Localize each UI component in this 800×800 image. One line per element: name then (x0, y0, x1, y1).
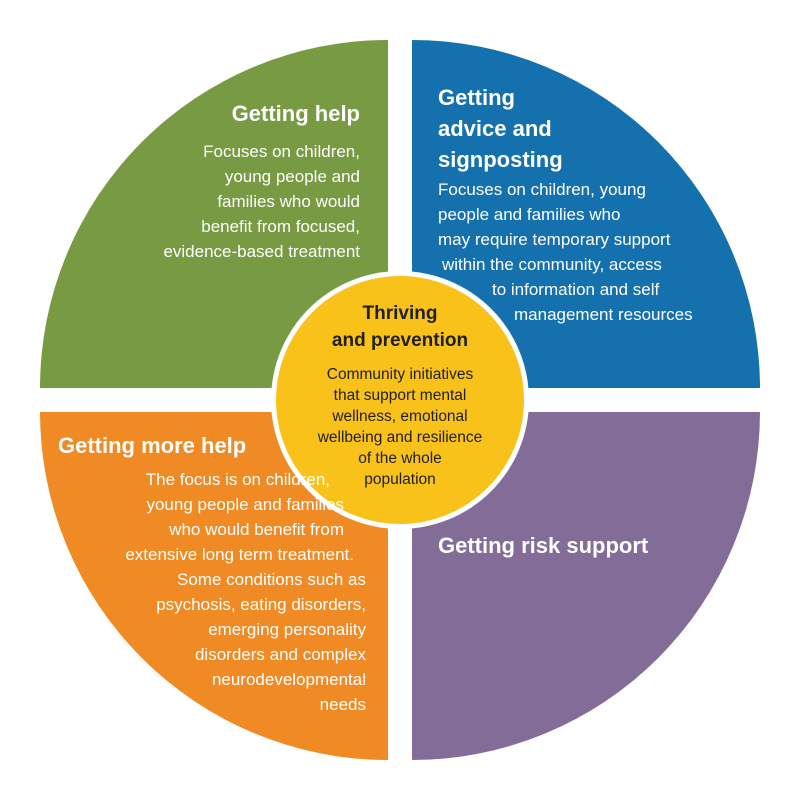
getting-advice-title-line: Getting (438, 85, 515, 110)
thriving-line: of the whole (358, 450, 442, 467)
getting-help-line: evidence-based treatment (163, 242, 360, 261)
getting-more-help-line: needs (319, 695, 366, 714)
getting-more-help-description: The focus is on children, young people a… (125, 467, 366, 717)
getting-advice-line: to information and self (492, 280, 660, 299)
getting-advice-title: Getting advice and signposting (438, 82, 563, 175)
getting-advice-description: Focuses on children, young people and fa… (438, 177, 778, 327)
getting-more-help-line: disorders and complex (194, 645, 366, 664)
thriving-title-line: Thriving (362, 303, 438, 324)
thriving-line: wellness, emotional (332, 408, 468, 425)
getting-more-help-line: who would benefit from (169, 520, 344, 539)
getting-help-line: benefit from focused, (201, 217, 360, 236)
thriving-line: Community initiatives (326, 366, 474, 383)
getting-more-help-line: emerging personality (208, 620, 366, 639)
getting-advice-title-line: signposting (438, 147, 563, 172)
getting-help-description: Focuses on children, young people and fa… (163, 139, 360, 264)
getting-more-help-line: Some conditions such as (177, 570, 366, 589)
getting-more-help-line: neurodevelopmental (211, 670, 366, 689)
getting-risk-support-title: Getting risk support (438, 533, 649, 558)
thriving-line: wellbeing and resilience (317, 429, 483, 446)
thriving-description: Community initiatives that support menta… (276, 364, 524, 490)
getting-advice-line: people and families who (438, 205, 621, 224)
getting-advice-line: within the community, access (442, 255, 662, 274)
quadrant-getting-risk-support (412, 412, 760, 760)
getting-advice-line: may require temporary support (438, 230, 671, 249)
quadrant-getting-help (40, 40, 388, 388)
getting-more-help-line: young people and families (146, 495, 344, 514)
quadrant-getting-advice (412, 40, 760, 388)
getting-help-line: young people and (224, 167, 360, 186)
center-circle-thriving (276, 276, 524, 524)
getting-more-help-line: The focus is on children, (145, 470, 330, 489)
getting-help-line: Focuses on children, (203, 142, 360, 161)
getting-help-title: Getting help (231, 101, 360, 126)
getting-more-help-line: extensive long term treatment. (125, 545, 354, 564)
thriving-title-line: and prevention (331, 330, 469, 351)
quadrant-getting-more-help (40, 412, 388, 760)
getting-advice-line: Focuses on children, young (438, 180, 646, 199)
getting-more-help-title: Getting more help (58, 433, 247, 458)
thriving-title: Thriving and prevention (276, 300, 524, 354)
thriving-line: population (364, 471, 436, 488)
getting-more-help-line: psychosis, eating disorders, (156, 595, 366, 614)
thriving-line: that support mental (333, 387, 467, 404)
getting-advice-line: management resources (514, 305, 693, 324)
getting-help-line: families who would (217, 192, 360, 211)
getting-advice-title-line: advice and (438, 116, 552, 141)
